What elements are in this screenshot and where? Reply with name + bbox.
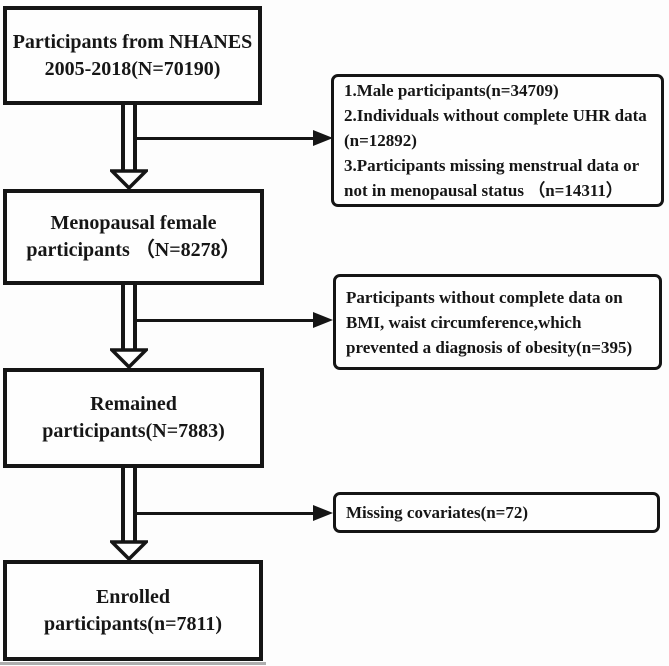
box-text-line: participants(n=7811) [43, 612, 223, 635]
figure-edge-shadow [0, 662, 266, 665]
down-arrow-shaft-2 [121, 285, 137, 349]
box-enrolled-participants: Enrolled participants(n=7811) [3, 560, 263, 661]
box-text-line: participants(N=7883) [42, 420, 225, 442]
box-exclusions-step2: Participants without complete data on BM… [333, 274, 662, 370]
exclusion-text-line: 1.Male participants(n=34709) [344, 81, 559, 100]
box-exclusions-step1: 1.Male participants(n=34709) 2.Individua… [331, 74, 664, 207]
down-arrow-shaft-3 [121, 468, 137, 541]
box-text-line: 2005-2018(N=70190) [44, 57, 221, 80]
down-arrow-shaft-1 [121, 105, 137, 170]
exclusion-text-line: (n=12892) [344, 131, 417, 150]
exclusion-text-line: Missing covariates(n=72) [346, 503, 529, 522]
right-arrowhead-icon [313, 505, 333, 521]
exclusion-text-line: 3.Participants missing menstrual data or [344, 156, 640, 175]
exclusion-text-line: not in menopausal status （n=14311） [344, 181, 623, 200]
exclusion-text-line: prevented a diagnosis of obesity(n=395) [346, 337, 633, 357]
exclusion-arrow-line-1 [137, 137, 314, 140]
box-text-line: Remained [90, 393, 177, 415]
box-text-line: Participants from NHANES [12, 30, 253, 53]
right-arrowhead-icon [313, 130, 333, 146]
box-participants-nhanes: Participants from NHANES 2005-2018(N=701… [3, 6, 262, 105]
exclusion-text-line: 2.Individuals without complete UHR data [344, 106, 647, 125]
exclusion-arrow-line-2 [137, 319, 314, 322]
box-remained-participants: Remained participants(N=7883) [3, 368, 264, 468]
right-arrowhead-icon [313, 312, 333, 328]
exclusion-text-line: Participants without complete data on [346, 287, 623, 307]
box-text-line: Menopausal female [50, 212, 217, 234]
box-text-line: participants （N=8278） [26, 239, 241, 261]
exclusion-text-line: BMI, waist circumference,which [346, 312, 582, 332]
down-arrowhead-icon [110, 540, 148, 561]
box-menopausal-female: Menopausal female participants （N=8278） [3, 189, 264, 285]
down-arrowhead-icon [110, 348, 148, 369]
box-text-line: Enrolled [95, 585, 171, 608]
exclusion-arrow-line-3 [137, 512, 314, 515]
box-exclusions-step3: Missing covariates(n=72) [333, 492, 660, 533]
down-arrowhead-icon [110, 169, 148, 190]
